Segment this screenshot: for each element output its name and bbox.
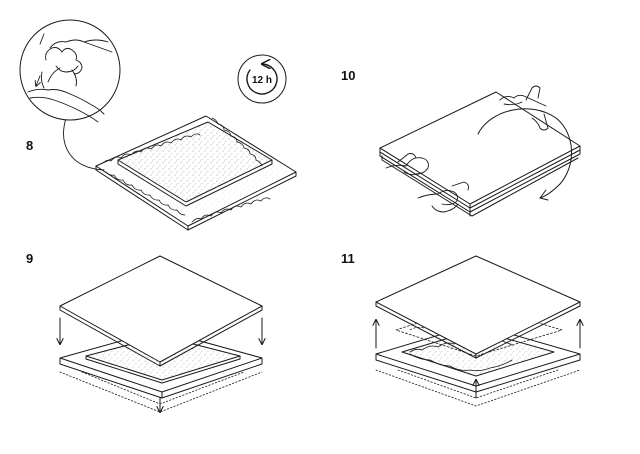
step-number-9: 9: [26, 251, 34, 266]
step-number-11: 11: [341, 251, 355, 266]
timer-12h-icon: [237, 54, 287, 104]
step-number-8: 8: [26, 138, 34, 153]
timer-label: 12 h: [252, 75, 272, 86]
step-11-illustration: [376, 255, 580, 407]
step-9-illustration: [60, 255, 262, 412]
step-8-illustration: [19, 19, 297, 231]
step-10-illustration: [379, 85, 581, 217]
step-number-10: 10: [341, 68, 356, 83]
